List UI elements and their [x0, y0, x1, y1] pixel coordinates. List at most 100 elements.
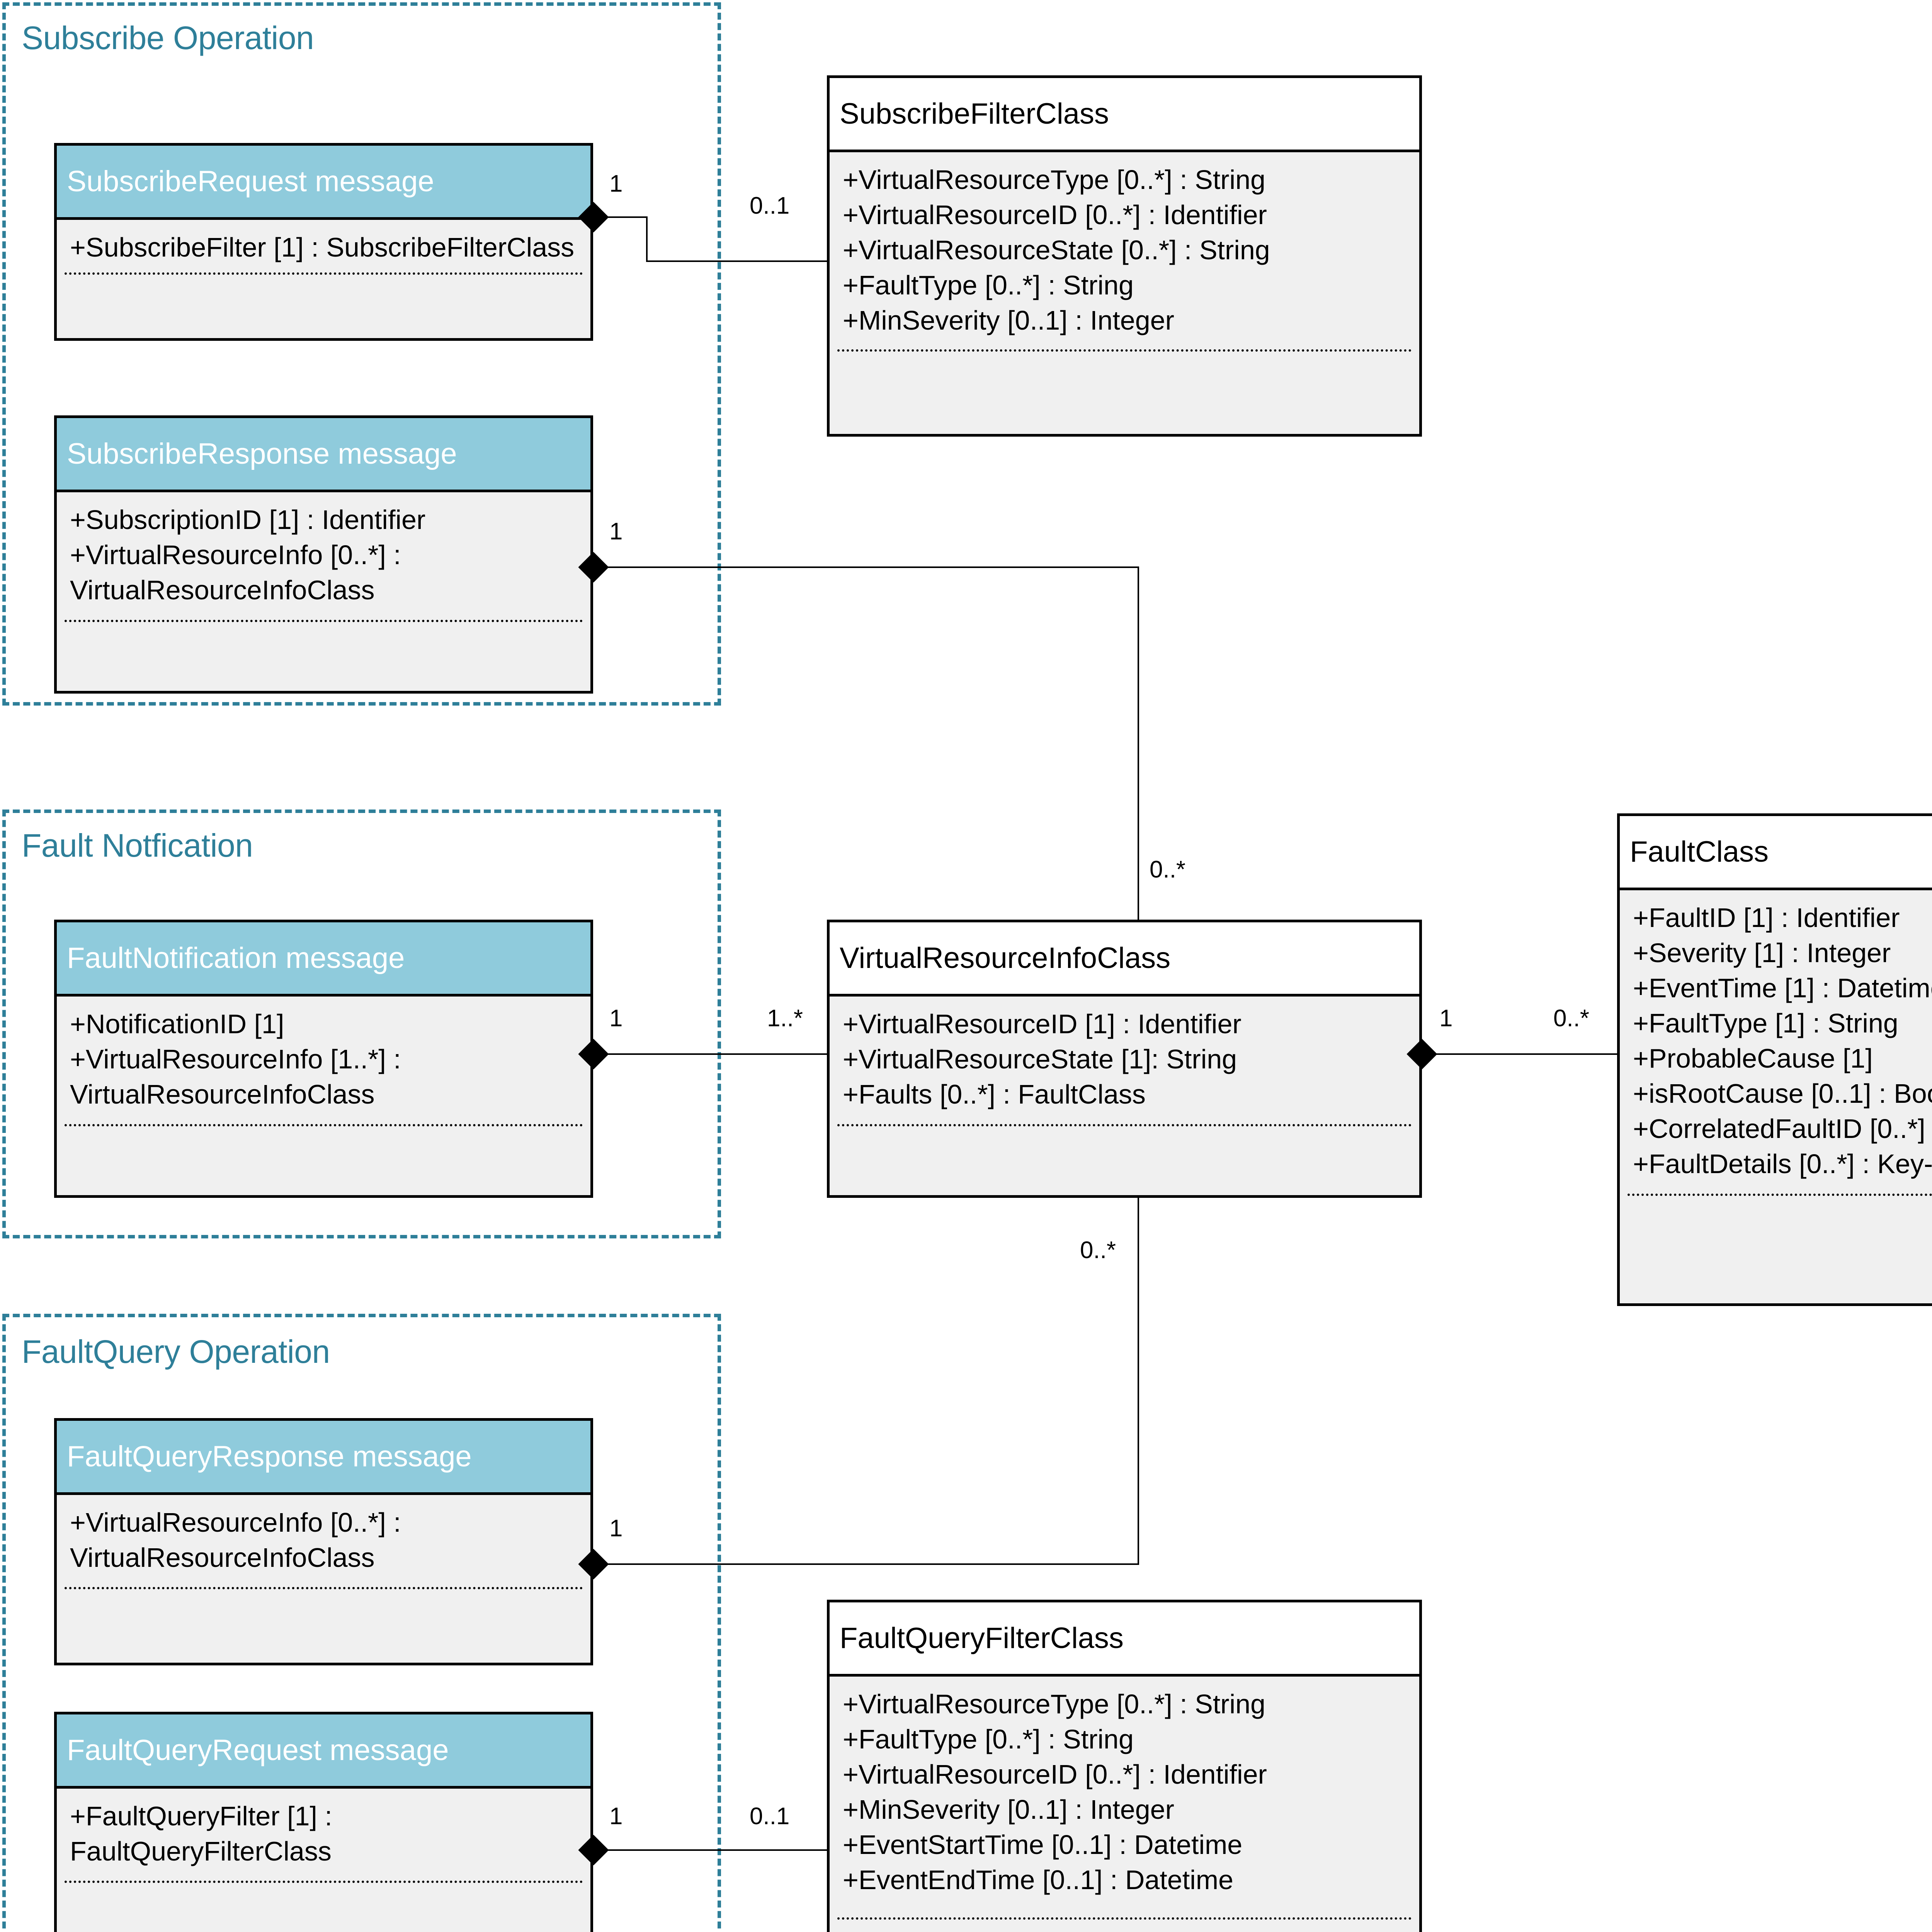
connector-subreq-subfilter-seg3 [646, 260, 828, 262]
compartment-separator [65, 620, 583, 622]
attribute-row: +FaultQueryFilter [1] : [70, 1801, 332, 1831]
connector-faultnotif-vric [604, 1053, 828, 1055]
multiplicity-label: 1 [1439, 1005, 1453, 1032]
attribute-row: +VirtualResourceInfo [0..*] : [70, 1507, 401, 1537]
attr-compartment-subscribe-response: +SubscriptionID [1] : Identifier +Virtua… [57, 492, 590, 691]
attribute-row: +Faults [0..*] : FaultClass [843, 1079, 1146, 1109]
attribute-row: +MinSeverity [0..1] : Integer [843, 1794, 1174, 1825]
attribute-row: +VirtualResourceState [0..*] : String [843, 235, 1270, 265]
attribute-row: +FaultID [1] : Identifier [1633, 903, 1900, 933]
group-frame-subscribe-operation [2, 2, 721, 706]
box-header-fault-query-response: FaultQueryResponse message [57, 1421, 590, 1495]
attribute-row: +VirtualResourceInfo [0..*] : [70, 540, 401, 570]
attribute-row: VirtualResourceInfoClass [70, 1079, 375, 1109]
attribute-row: +EventStartTime [0..1] : Datetime [843, 1830, 1243, 1860]
connector-subresp-vric-seg1 [604, 566, 1139, 568]
box-title-subscribe-request: SubscribeRequest message [67, 165, 434, 198]
attribute-row: +ProbableCause [1] [1633, 1043, 1873, 1073]
attribute-row: FaultQueryFilterClass [70, 1836, 332, 1866]
box-virtual-resource-info-class[interactable]: VirtualResourceInfoClass +VirtualResourc… [827, 920, 1422, 1198]
attribute-row: +VirtualResourceState [1]: String [843, 1044, 1237, 1074]
multiplicity-label: 0..1 [750, 192, 790, 219]
attr-compartment-fault-query-response: +VirtualResourceInfo [0..*] : VirtualRes… [57, 1495, 590, 1663]
attribute-row: +EventTime [1] : Datetime [1633, 973, 1932, 1003]
multiplicity-label: 1 [609, 170, 623, 197]
attribute-row: +CorrelatedFaultID [0..*] : Identifier [1633, 1114, 1925, 1144]
box-fault-query-response-message[interactable]: FaultQueryResponse message +VirtualResou… [54, 1418, 593, 1665]
attr-compartment-fault-query-request: +FaultQueryFilter [1] : FaultQueryFilter… [57, 1789, 590, 1932]
connector-fqreq-fqfilter [604, 1849, 828, 1851]
group-title-subscribe-operation: Subscribe Operation [22, 20, 314, 56]
box-title-virtual-resource-info-class: VirtualResourceInfoClass [840, 941, 1171, 975]
attribute-row: +VirtualResourceID [0..*] : Identifier [843, 200, 1267, 230]
compartment-separator [837, 349, 1412, 352]
attribute-row: +EventEndTime [0..1] : Datetime [843, 1865, 1233, 1895]
attribute-row: +NotificationID [1] [70, 1009, 284, 1039]
group-title-fault-notification: Fault Notfication [22, 827, 253, 864]
box-subscribe-request-message[interactable]: SubscribeRequest message +SubscribeFilte… [54, 143, 593, 341]
connector-subreq-subfilter-seg2 [646, 216, 648, 261]
attribute-row: VirtualResourceInfoClass [70, 1543, 375, 1573]
attr-compartment-fault-class: +FaultID [1] : Identifier +Severity [1] … [1620, 890, 1932, 1303]
attr-compartment-subscribe-filter-class: +VirtualResourceType [0..*] : String +Vi… [830, 152, 1419, 434]
multiplicity-label: 0..* [1150, 856, 1186, 883]
box-title-subscribe-response: SubscribeResponse message [67, 437, 457, 470]
attribute-row: +FaultType [0..*] : String [843, 1724, 1134, 1754]
box-header-fault-class: FaultClass [1620, 816, 1932, 890]
compartment-separator [837, 1124, 1412, 1126]
box-title-fault-query-filter-class: FaultQueryFilterClass [840, 1621, 1124, 1655]
multiplicity-label: 1 [609, 518, 623, 545]
box-header-virtual-resource-info-class: VirtualResourceInfoClass [830, 922, 1419, 997]
box-title-fault-class: FaultClass [1630, 835, 1769, 868]
connector-fqresp-vric-seg2 [1138, 1197, 1139, 1564]
box-fault-query-filter-class[interactable]: FaultQueryFilterClass +VirtualResourceTy… [827, 1600, 1422, 1932]
multiplicity-label: 0..* [1080, 1237, 1116, 1264]
box-header-subscribe-filter-class: SubscribeFilterClass [830, 78, 1419, 152]
attribute-row: +VirtualResourceInfo [1..*] : [70, 1044, 401, 1074]
multiplicity-label: 1 [609, 1515, 623, 1542]
box-fault-query-request-message[interactable]: FaultQueryRequest message +FaultQueryFil… [54, 1712, 593, 1932]
attribute-row: +FaultType [0..*] : String [843, 270, 1134, 300]
box-subscribe-response-message[interactable]: SubscribeResponse message +SubscriptionI… [54, 415, 593, 694]
attribute-row: +SubscribeFilter [1] : SubscribeFilterCl… [70, 232, 575, 262]
multiplicity-label: 0..1 [750, 1803, 790, 1830]
box-header-subscribe-response: SubscribeResponse message [57, 418, 590, 492]
group-frame-faultquery-operation [2, 1314, 721, 1932]
attribute-row: +isRootCause [0..1] : Boolean [1633, 1078, 1932, 1109]
compartment-separator [837, 1917, 1412, 1920]
attr-compartment-fault-query-filter-class: +VirtualResourceType [0..*] : String +Fa… [830, 1677, 1419, 1932]
box-title-fault-query-request: FaultQueryRequest message [67, 1733, 449, 1767]
multiplicity-label: 0..* [1553, 1005, 1590, 1032]
box-fault-notification-message[interactable]: FaultNotification message +NotificationI… [54, 920, 593, 1198]
group-title-faultquery-operation: FaultQuery Operation [22, 1333, 330, 1370]
attribute-row: +VirtualResourceID [1] : Identifier [843, 1009, 1242, 1039]
attr-compartment-virtual-resource-info-class: +VirtualResourceID [1] : Identifier +Vir… [830, 997, 1419, 1195]
multiplicity-label: 1..* [767, 1005, 803, 1032]
attribute-row: +FaultDetails [0..*] : Key-Value pairs [1633, 1149, 1932, 1179]
multiplicity-label: 1 [609, 1803, 623, 1830]
attribute-row: +FaultType [1] : String [1633, 1008, 1898, 1038]
box-title-fault-notification: FaultNotification message [67, 941, 405, 975]
compartment-separator [65, 1124, 583, 1126]
attribute-row: +Severity [1] : Integer [1633, 938, 1891, 968]
connector-subreq-subfilter-seg1 [604, 216, 647, 218]
attribute-row: +SubscriptionID [1] : Identifier [70, 505, 426, 535]
attribute-row: +VirtualResourceID [0..*] : Identifier [843, 1759, 1267, 1789]
connector-subresp-vric-seg2 [1138, 566, 1139, 920]
box-header-fault-notification: FaultNotification message [57, 922, 590, 997]
multiplicity-label: 1 [609, 1005, 623, 1032]
connector-fqresp-vric-seg1 [604, 1563, 1139, 1565]
box-title-subscribe-filter-class: SubscribeFilterClass [840, 97, 1109, 130]
box-header-fault-query-request: FaultQueryRequest message [57, 1714, 590, 1789]
box-title-fault-query-response: FaultQueryResponse message [67, 1440, 472, 1473]
attribute-row: VirtualResourceInfoClass [70, 575, 375, 605]
box-fault-class[interactable]: FaultClass +FaultID [1] : Identifier +Se… [1617, 813, 1932, 1306]
box-subscribe-filter-class[interactable]: SubscribeFilterClass +VirtualResourceTyp… [827, 75, 1422, 437]
attribute-row: +MinSeverity [0..1] : Integer [843, 305, 1174, 335]
box-header-subscribe-request: SubscribeRequest message [57, 146, 590, 220]
compartment-separator [65, 1587, 583, 1589]
connector-vric-faultclass [1433, 1053, 1618, 1055]
attribute-row: +VirtualResourceType [0..*] : String [843, 165, 1265, 195]
group-frame-fault-notification [2, 810, 721, 1238]
